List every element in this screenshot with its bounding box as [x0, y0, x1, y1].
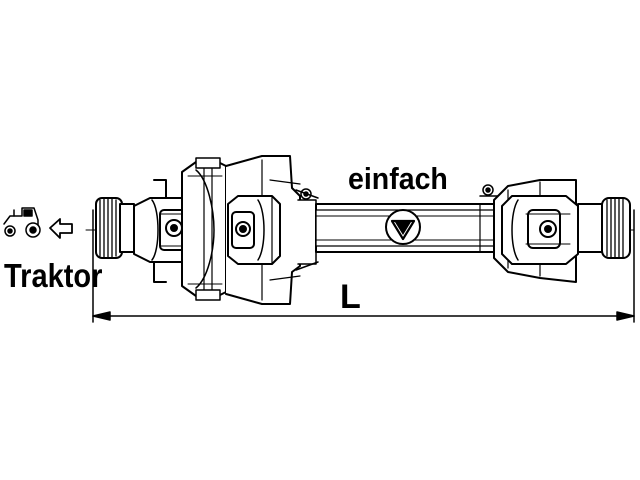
telescoping-tube: [315, 203, 495, 253]
tractor-icon: [3, 207, 41, 238]
shaft-type-label: einfach: [348, 161, 448, 196]
right-universal-joint: [501, 195, 579, 265]
right-end-cap: [577, 197, 631, 259]
clutch-housing: [181, 157, 227, 301]
arrow-left-icon: [49, 218, 73, 239]
left-end-cap: [95, 197, 135, 259]
chain-lug-left: [295, 188, 319, 271]
tractor-label: Traktor: [4, 257, 103, 294]
inner-universal-joint: [227, 195, 281, 265]
left-universal-joint: [133, 179, 197, 283]
length-label: L: [340, 278, 361, 316]
length-dimension: [92, 209, 635, 323]
chain-lug-right: [479, 184, 499, 197]
